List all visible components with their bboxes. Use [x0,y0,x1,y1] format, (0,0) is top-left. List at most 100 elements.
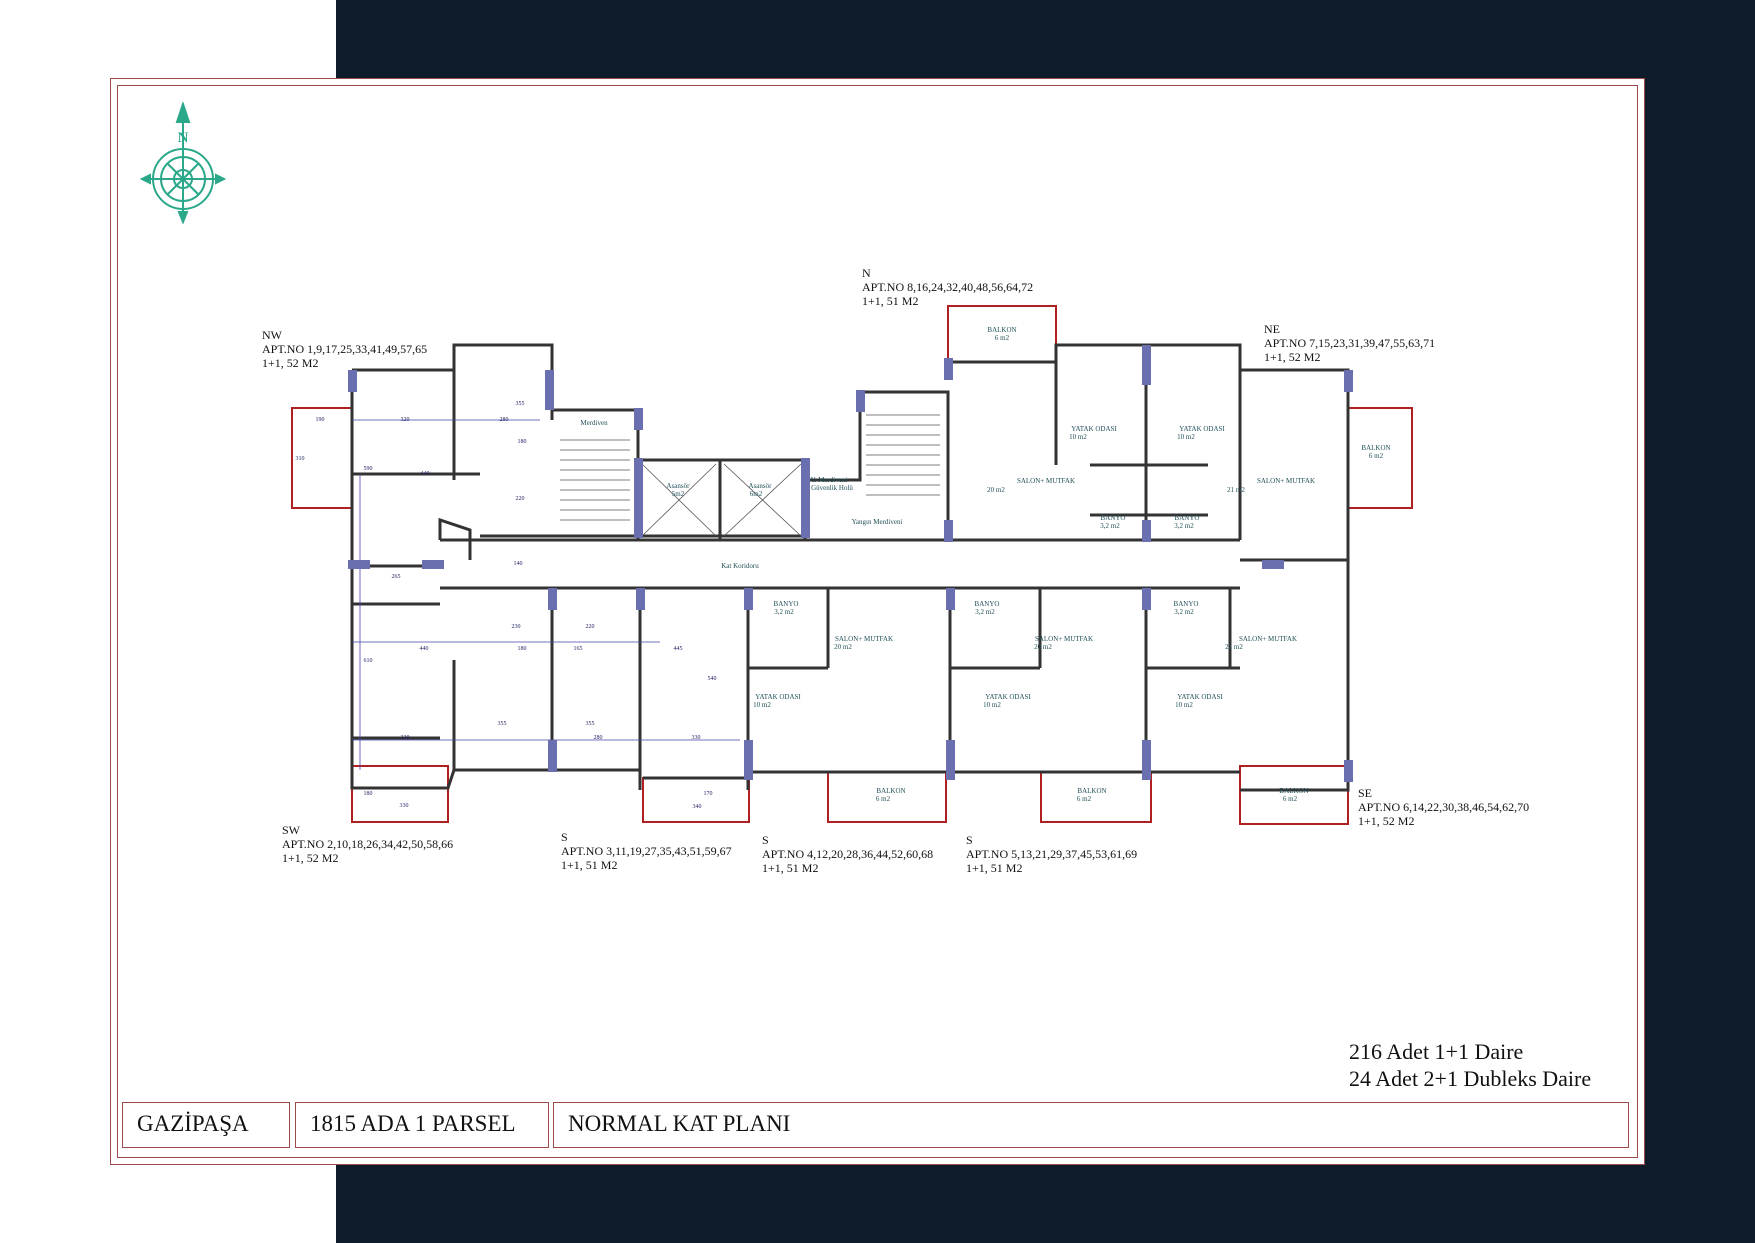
dim: 320 [401,735,410,741]
bedroom-n1-label: YATAK ODASI [1071,425,1117,433]
bath-s2-area: 3,2 m2 [975,608,995,616]
apt-dir: NW [262,328,282,342]
bath-n1-label: BANYO [1101,514,1126,522]
dim: 280 [594,735,603,741]
bedroom-n2-area: 10 m2 [1177,433,1195,441]
apt-label-sw: SW APT.NO 2,10,18,26,34,42,50,58,66 1+1,… [282,823,453,865]
fire-stair-label: Yangın Merdiveni [852,518,903,526]
apt-numbers: APT.NO 5,13,21,29,37,45,53,61,69 [966,847,1138,861]
apt-numbers: APT.NO 4,12,20,28,36,44,52,60,68 [762,847,934,861]
bath-s1-area: 3,2 m2 [774,608,794,616]
compass-north-letter: N [178,130,189,146]
apt-label-n: N APT.NO 8,16,24,32,40,48,56,64,72 1+1, … [862,266,1033,308]
dim: 280 [500,417,509,423]
dim: 320 [401,417,410,423]
apt-numbers: APT.NO 3,11,19,27,35,43,51,59,67 [561,844,732,858]
dim: 220 [586,624,595,630]
fire-stair-hall-label-1: Y. Merdiveni [811,476,848,484]
dim: 355 [516,401,525,407]
balconies [291,305,1413,825]
apt-numbers: APT.NO 7,15,23,31,39,47,55,63,71 [1264,336,1436,350]
living-ne-label: SALON+ MUTFAK [1257,477,1315,485]
apt-numbers: APT.NO 1,9,17,25,33,41,49,57,65 [262,342,428,356]
apt-type: 1+1, 51 M2 [966,861,1023,875]
dim: 180 [518,646,527,652]
apt-type: 1+1, 52 M2 [1358,814,1415,828]
living-n-area: 20 m2 [987,486,1005,494]
balcony-se-label: BALKON [1279,787,1308,795]
bedroom-s3-area: 10 m2 [1175,701,1193,709]
apt-dir: S [561,830,568,844]
balcony-s3 [1040,771,1152,823]
balcony-s1 [642,777,750,823]
stairs [560,414,940,537]
dim: 230 [512,624,521,630]
bath-n1-area: 3,2 m2 [1100,522,1120,530]
dim: 440 [420,646,429,652]
lift2-label: Asansör [749,482,773,490]
living-ne-area: 21 m2 [1227,486,1245,494]
apt-dir: N [862,266,871,280]
bath-s3-area: 3,2 m2 [1174,608,1194,616]
title-block-plan-title: NORMAL KAT PLANI [553,1102,1629,1148]
dim: 220 [516,496,525,502]
dim: 265 [392,574,401,580]
apt-dir: SW [282,823,300,837]
columns [348,345,1353,782]
living-s2-label: SALON+ MUTFAK [1035,635,1093,643]
bath-n2-label: BANYO [1175,514,1200,522]
drawing-sheet [110,78,1645,1165]
apt-label-nw: NW APT.NO 1,9,17,25,33,41,49,57,65 1+1, … [262,328,427,370]
bedroom-s2-area: 10 m2 [983,701,1001,709]
dim: 190 [316,417,325,423]
dim: 165 [574,646,583,652]
balcony-se-area: 6 m2 [1283,795,1298,803]
dim: 140 [514,561,523,567]
bath-n2-area: 3,2 m2 [1174,522,1194,530]
balcony-n-label: BALKON [987,326,1016,334]
living-se-label: SALON+ MUTFAK [1239,635,1297,643]
dim: 355 [498,721,507,727]
apt-type: 1+1, 52 M2 [262,356,319,370]
compass-rose: N [140,102,226,224]
apt-label-s2: S APT.NO 4,12,20,28,36,44,52,60,68 1+1, … [762,833,933,875]
dim: 310 [296,456,305,462]
dark-background-bottom [336,1165,1755,1243]
corridor-label: Kat Koridoru [721,562,759,570]
lift2-area: 6m2 [750,490,763,498]
dim: 180 [518,439,527,445]
apt-numbers: APT.NO 6,14,22,30,38,46,54,62,70 [1358,800,1530,814]
dark-background-top [336,0,1755,78]
sheet-inner-frame [117,85,1638,1158]
dark-background-right [1645,0,1755,1243]
dim: 355 [586,721,595,727]
balcony-sw [351,765,449,823]
apt-label-se: SE APT.NO 6,14,22,30,38,46,54,62,70 1+1,… [1358,786,1529,828]
apt-type: 1+1, 51 M2 [862,294,919,308]
dimension-labels: 190 320 280 310 440 590 355 180 220 265 … [296,401,717,810]
living-se-area: 21 m2 [1225,643,1243,651]
bedroom-n1-area: 10 m2 [1069,433,1087,441]
balcony-se [1239,765,1349,825]
title-block-parcel: 1815 ADA 1 PARSEL [295,1102,549,1148]
bath-s2-label: BANYO [975,600,1000,608]
balcony-n-area: 6 m2 [995,334,1010,342]
dim: 180 [364,791,373,797]
bedroom-s1-label: YATAK ODASI [755,693,801,701]
apt-label-s1: S APT.NO 3,11,19,27,35,43,51,59,67 1+1, … [561,830,732,872]
balcony-s2-area: 6 m2 [1077,795,1092,803]
stair-label: Merdiven [580,419,608,427]
bedroom-s2-label: YATAK ODASI [985,693,1031,701]
dim: 590 [364,466,373,472]
room-labels: BALKON 6 m2 BALKON 6 m2 YATAK ODASI 10 m… [580,326,1390,803]
lift1-area: 5m2 [672,490,685,498]
bedroom-s1-area: 10 m2 [753,701,771,709]
apt-dir: S [966,833,973,847]
dimension-lines [352,419,740,770]
dim: 440 [421,471,430,477]
summary-line-2: 24 Adet 2+1 Dubleks Daire [1349,1066,1592,1091]
apt-type: 1+1, 51 M2 [561,858,618,872]
apt-numbers: APT.NO 2,10,18,26,34,42,50,58,66 [282,837,454,851]
dim: 610 [364,658,373,664]
